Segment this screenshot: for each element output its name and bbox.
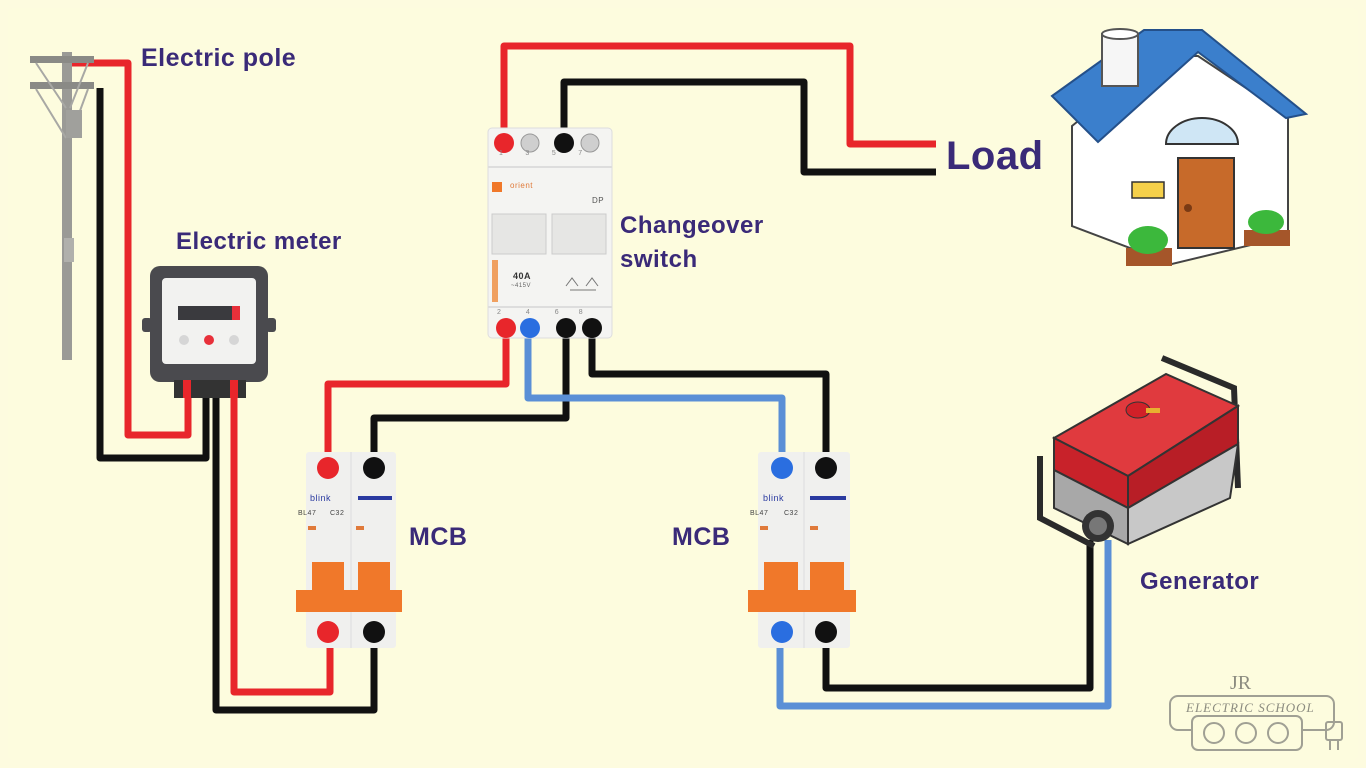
wire-meter-neutral-out: [212, 385, 378, 714]
label-mcb-right: MCB: [672, 523, 731, 551]
watermark-mark: JR: [1230, 672, 1252, 694]
label-changeover-switch: Changeover switch: [620, 209, 764, 277]
wire-gen-neutral: [822, 540, 1094, 692]
wire-load-phase: [500, 42, 936, 148]
wire-load-neutral: [560, 78, 936, 176]
electric-pole-icon: [30, 52, 94, 360]
house-load-icon: [1050, 28, 1309, 266]
wire-meter-phase-out: [230, 385, 334, 696]
switch-rating: 40A: [513, 271, 532, 281]
electric-meter-icon: [142, 266, 276, 398]
mcb-right-rating: C32: [784, 510, 799, 517]
wire-pole-neutral: [96, 88, 210, 462]
switch-terminal-bottom-labels: 2 4 6 8: [497, 309, 583, 316]
mcb-left: [296, 452, 402, 648]
terminal-4: 4: [525, 309, 531, 316]
wire-pole-phase: [70, 59, 192, 439]
wire-mcb1-phase-to-switch: [324, 328, 510, 468]
watermark-text: ELECTRIC SCHOOL: [1186, 700, 1315, 715]
mcb-right: [748, 452, 856, 648]
terminal-7: 7: [578, 150, 583, 157]
label-electric-pole: Electric pole: [141, 44, 297, 72]
watermark-logo: [1169, 695, 1343, 751]
mcb-left-model: BL47: [298, 510, 317, 517]
wire-mcb1-neutral-to-switch: [370, 328, 570, 468]
label-changeover-line2: switch: [620, 246, 698, 273]
label-load: Load: [946, 134, 1044, 178]
changeover-switch: [487, 127, 613, 339]
terminal-1: 1: [499, 150, 504, 157]
terminal-6: 6: [554, 309, 560, 316]
switch-brand: orient: [510, 181, 534, 190]
mcb-left-brand: blink: [310, 493, 332, 503]
terminal-3: 3: [525, 150, 530, 157]
switch-terminal-top-labels: 1 3 5 7: [499, 150, 583, 157]
generator-icon: [1037, 355, 1241, 549]
label-electric-meter: Electric meter: [176, 228, 342, 255]
label-mcb-left: MCB: [409, 523, 468, 551]
switch-type: DP: [592, 196, 605, 205]
terminal-2: 2: [497, 309, 502, 316]
terminal-5: 5: [551, 150, 557, 157]
mcb-right-model: BL47: [750, 510, 769, 517]
wire-mcb2-phase-to-switch: [524, 328, 786, 468]
wire-gen-phase: [776, 540, 1112, 710]
label-generator: Generator: [1140, 568, 1260, 595]
mcb-left-rating: C32: [330, 510, 345, 517]
mcb-right-brand: blink: [763, 493, 785, 503]
terminal-8: 8: [578, 309, 584, 316]
wire-mcb2-neutral-to-switch: [588, 328, 830, 468]
label-changeover-line1: Changeover: [620, 212, 764, 239]
switch-voltage: ~415V: [511, 283, 532, 289]
